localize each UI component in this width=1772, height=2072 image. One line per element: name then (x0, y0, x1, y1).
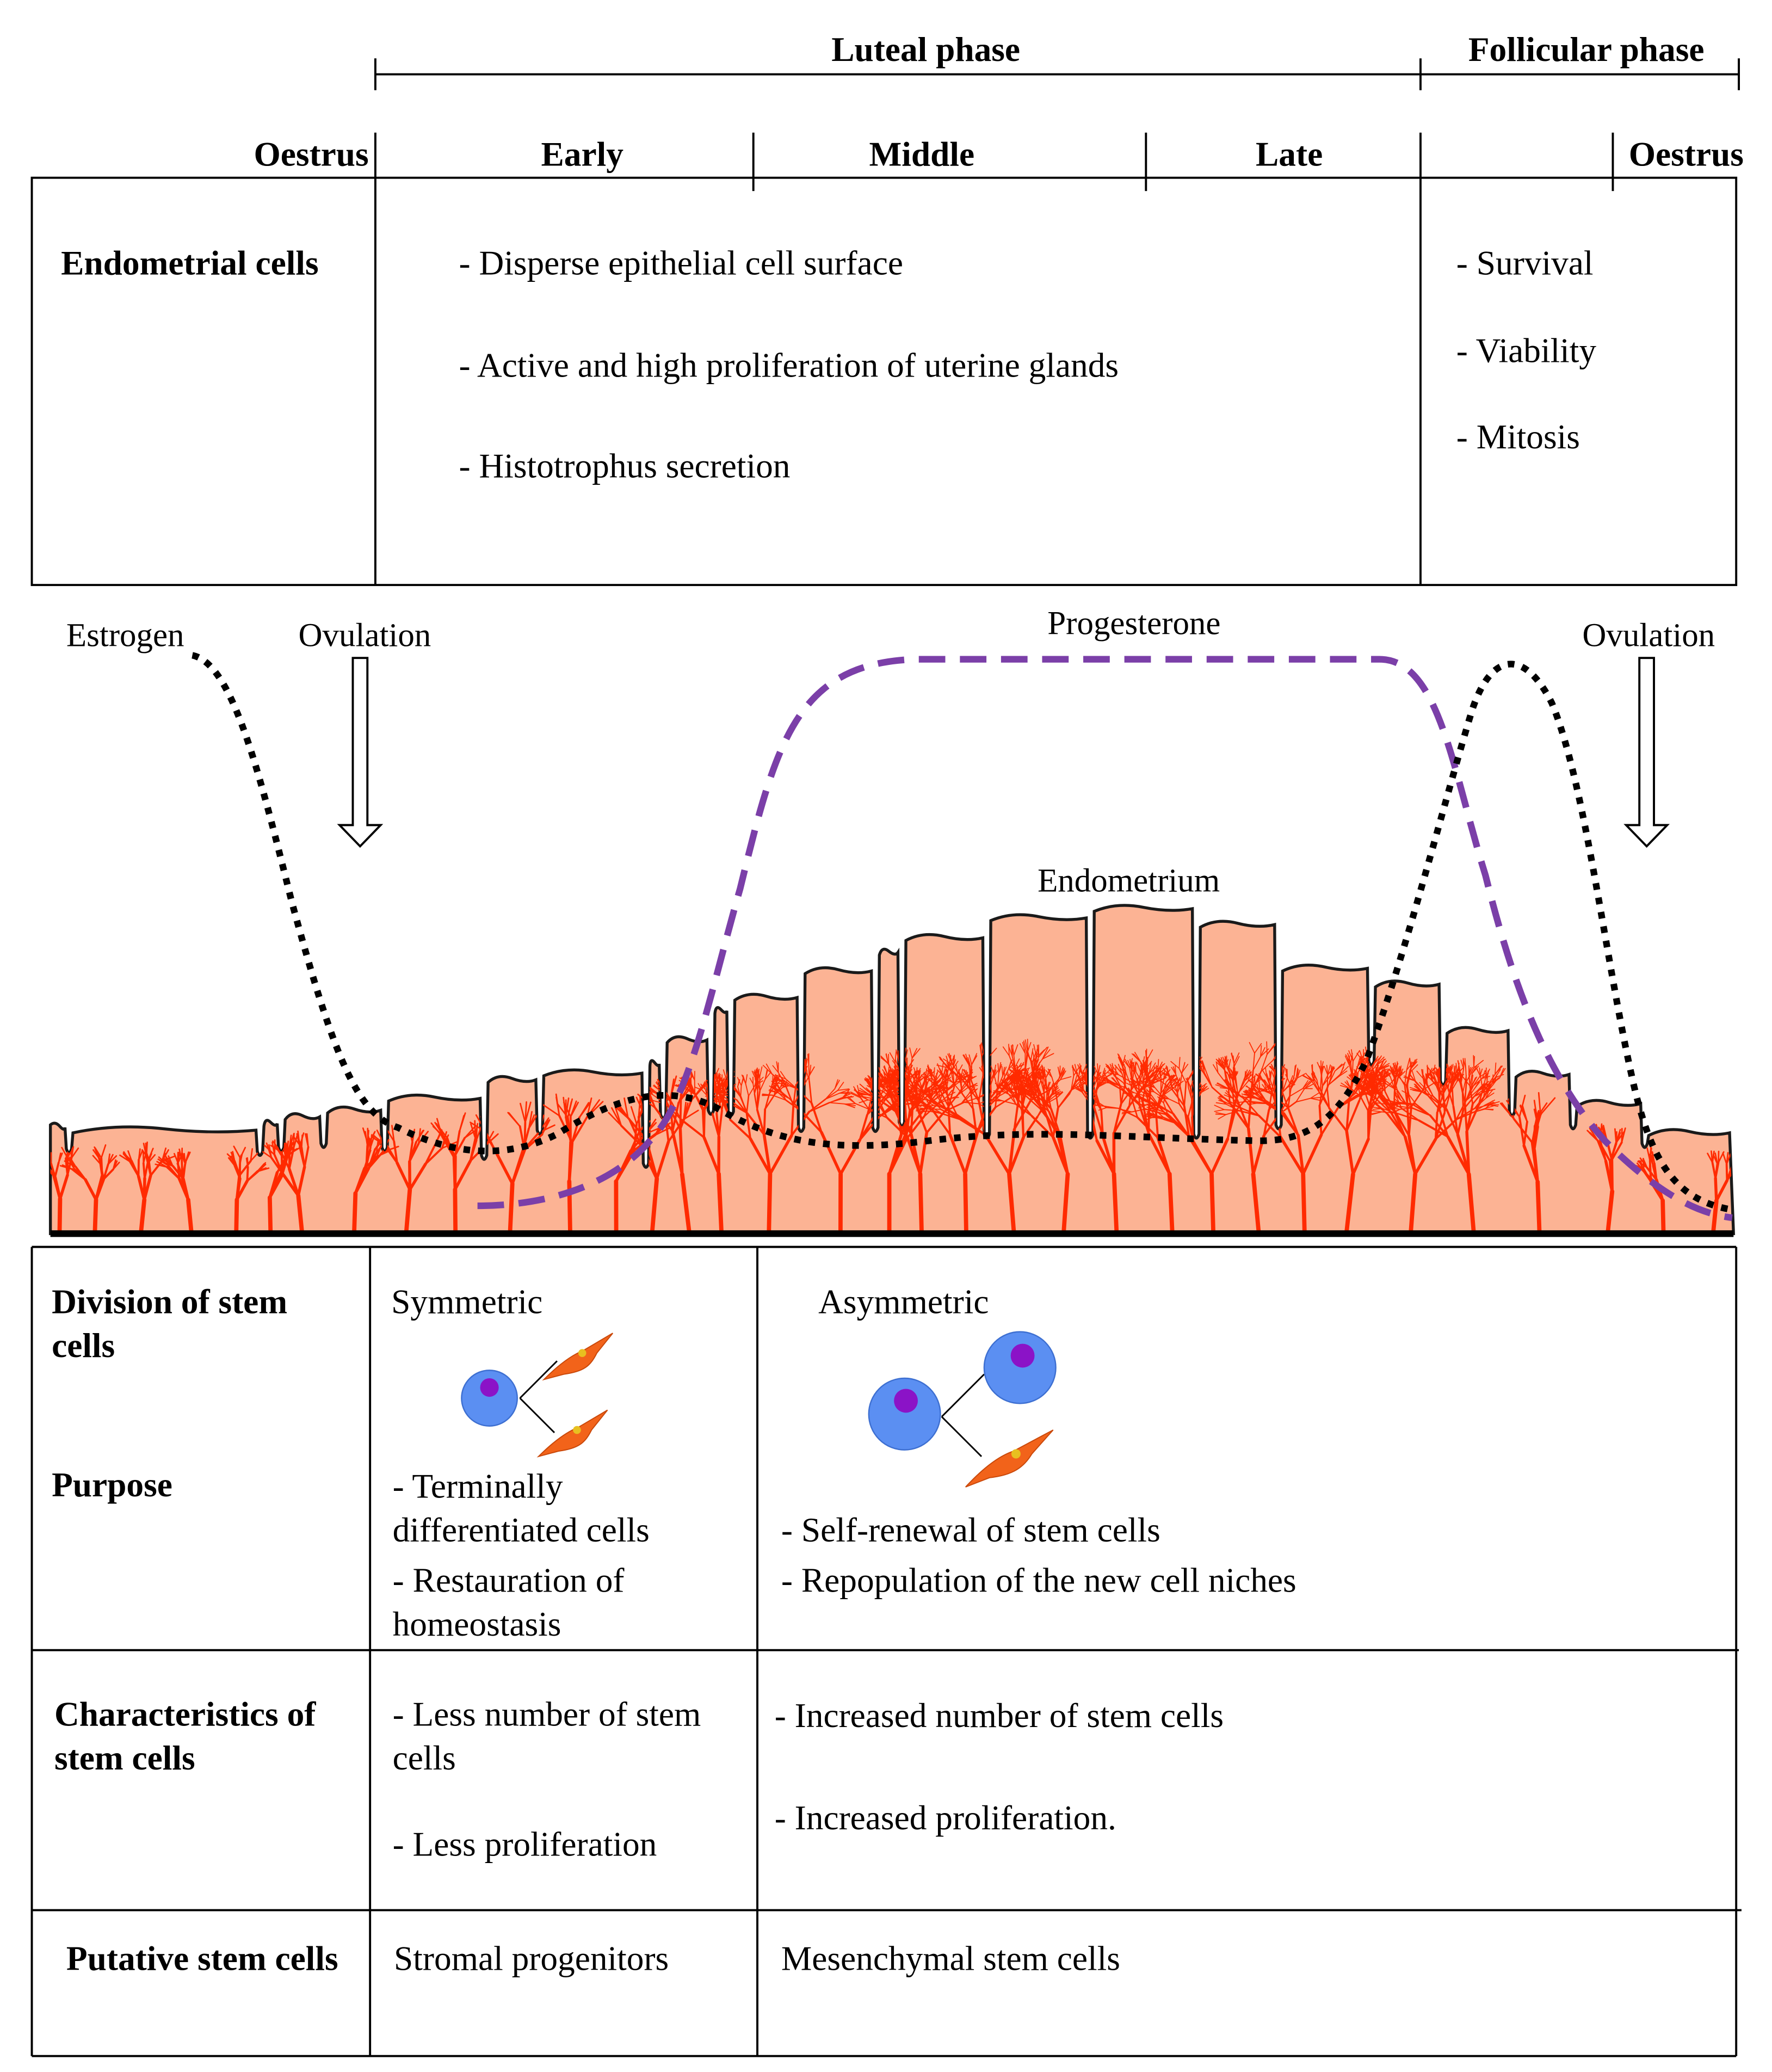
division-label: Division of stem (52, 1283, 287, 1321)
sym-purpose-1: - Terminally (393, 1467, 563, 1505)
luteal-item-1: - Disperse epithelial cell surface (459, 244, 903, 282)
characteristics-label-2: stem cells (54, 1739, 195, 1777)
division-label-2: cells (52, 1327, 115, 1365)
asym-char-1: - Increased number of stem cells (775, 1697, 1224, 1735)
luteal-phase-label: Luteal phase (831, 30, 1020, 69)
stem-cell-icon (983, 1331, 1057, 1404)
sym-purpose-3: - Restauration of (393, 1561, 625, 1599)
ovulation-left-arrow (337, 657, 384, 848)
differentiated-cell-icon (965, 1429, 1054, 1488)
follicular-phase-label: Follicular phase (1468, 30, 1705, 69)
stem-cell-icon (868, 1377, 941, 1451)
ovulation-right-arrow (1623, 657, 1670, 848)
asym-purpose-2: - Repopulation of the new cell niches (781, 1561, 1296, 1599)
luteal-item-3: - Histotrophus secretion (459, 447, 791, 485)
endometrium-label: Endometrium (1038, 862, 1220, 899)
asymmetric-label: Asymmetric (818, 1283, 989, 1321)
oestrus-right-label: Oestrus (1629, 135, 1744, 174)
sym-purpose-4: homeostasis (393, 1605, 561, 1643)
nucleus-icon (1010, 1343, 1035, 1368)
stem-cell-icon (461, 1370, 518, 1427)
ovulation-left-label: Ovulation (299, 617, 431, 653)
differentiated-cell-icon (542, 1333, 614, 1381)
progesterone-curve (477, 656, 1733, 1222)
stem-cell-table (30, 1245, 1742, 2057)
sym-char-3: - Less proliferation (393, 1826, 657, 1864)
follicular-item-2: - Viability (1456, 332, 1597, 370)
late-label: Late (1256, 135, 1323, 174)
estrogen-curve (191, 652, 1733, 1213)
blood-vessels (50, 1038, 1734, 1234)
asym-char-2: - Increased proliferation. (775, 1799, 1116, 1837)
oestrus-left-label: Oestrus (254, 135, 368, 174)
symmetric-division-illustration (461, 1333, 614, 1458)
early-label: Early (541, 135, 624, 174)
luteal-item-2: - Active and high proliferation of uteri… (459, 346, 1119, 384)
sym-purpose-2: differentiated cells (393, 1511, 650, 1549)
symmetric-label: Symmetric (391, 1283, 542, 1321)
endometrium-tissue (48, 904, 1736, 1235)
asymmetric-division-illustration (868, 1331, 1057, 1488)
endometrial-table (30, 132, 1738, 587)
follicular-item-3: - Mitosis (1456, 418, 1580, 456)
follicular-item-1: - Survival (1456, 244, 1594, 282)
sym-putative: Stromal progenitors (394, 1939, 669, 1977)
endometrium-illustration (48, 904, 1736, 1237)
nucleus-icon (894, 1389, 918, 1413)
middle-label: Middle (869, 135, 974, 174)
nucleus-icon (480, 1378, 499, 1397)
phase-header (374, 58, 1740, 90)
sym-char-1: - Less number of stem (393, 1695, 701, 1734)
asym-purpose-1: - Self-renewal of stem cells (781, 1511, 1160, 1549)
putative-label: Putative stem cells (66, 1939, 338, 1977)
asym-putative: Mesenchymal stem cells (781, 1939, 1120, 1977)
ovulation-right-label: Ovulation (1582, 617, 1715, 653)
sym-char-2: cells (393, 1739, 456, 1777)
characteristics-label: Characteristics of (54, 1695, 316, 1734)
estrogen-label: Estrogen (66, 617, 184, 653)
endometrial-cells-label: Endometrial cells (61, 244, 319, 282)
purpose-label: Purpose (52, 1466, 172, 1504)
differentiated-cell-icon (536, 1409, 608, 1458)
progesterone-label: Progesterone (1047, 605, 1220, 642)
